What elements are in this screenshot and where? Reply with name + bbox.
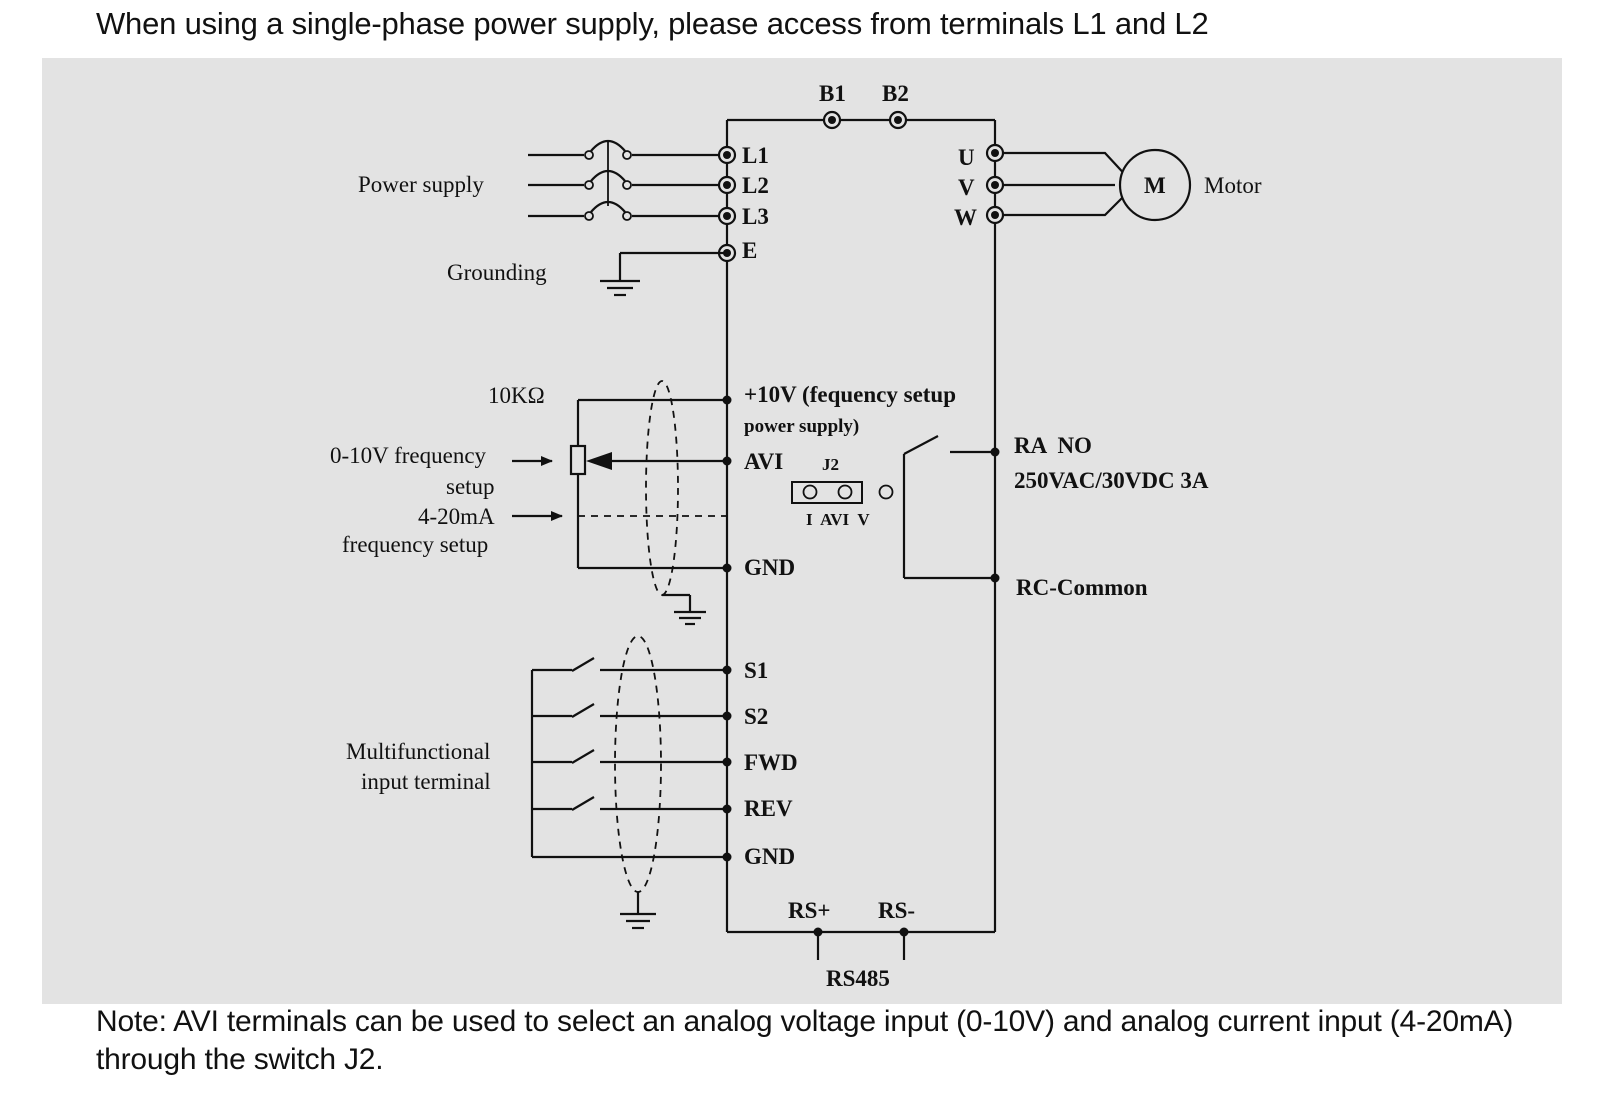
label-s2: S2 xyxy=(744,704,768,729)
input-terminals: L1 L2 L3 E xyxy=(717,143,769,263)
label-rs485: RS485 xyxy=(826,966,890,991)
label-b2: B2 xyxy=(882,81,909,106)
motor-output: U V W M Motor xyxy=(954,143,1262,230)
analog-inputs: +10V (fequency setup power supply) AVI G… xyxy=(330,380,956,626)
label-plus10v: +10V (fequency setup xyxy=(744,382,956,407)
label-l3: L3 xyxy=(742,204,769,229)
page-header: When using a single-phase power supply, … xyxy=(96,6,1209,41)
label-gnd-analog: GND xyxy=(744,555,795,580)
label-e: E xyxy=(742,238,757,263)
label-grounding: Grounding xyxy=(447,260,547,285)
label-w: W xyxy=(954,205,977,230)
label-l1: L1 xyxy=(742,143,769,168)
label-avi: AVI xyxy=(744,449,783,474)
j2-jumper[interactable]: J2 I AVI V xyxy=(791,455,894,529)
label-motor-symbol: M xyxy=(1144,173,1166,198)
label-freq-0-10-line2: setup xyxy=(446,474,495,499)
label-plus10v-line2: power supply) xyxy=(744,416,859,437)
footnote: Note: AVI terminals can be used to selec… xyxy=(96,1005,1514,1076)
label-relay-line1: RA NO xyxy=(1014,433,1092,458)
label-freq-0-10-line1: 0-10V frequency xyxy=(330,443,487,468)
diagram-panel xyxy=(42,58,1562,1004)
label-freq-4-20-line1: 4-20mA xyxy=(418,504,495,529)
label-gnd-digital: GND xyxy=(744,844,795,869)
brake-terminals: B1 B2 xyxy=(819,81,909,130)
label-l2: L2 xyxy=(742,173,769,198)
label-fwd: FWD xyxy=(744,750,798,775)
label-rev: REV xyxy=(744,796,793,821)
power-supply-lines: Power supply xyxy=(358,139,727,221)
label-freq-4-20-line2: frequency setup xyxy=(342,532,488,557)
rs485: RS+ RS- RS485 xyxy=(788,898,915,991)
motor-symbol xyxy=(1118,148,1192,222)
label-s1: S1 xyxy=(744,658,768,683)
label-j2: J2 xyxy=(822,455,839,474)
label-rs-minus: RS- xyxy=(878,898,915,923)
label-relay-line2: 250VAC/30VDC 3A xyxy=(1014,468,1209,493)
grounding: Grounding xyxy=(447,251,727,297)
label-rs-plus: RS+ xyxy=(788,898,831,923)
potentiometer xyxy=(569,444,587,476)
label-v: V xyxy=(958,175,975,200)
label-rc-common: RC-Common xyxy=(1016,575,1148,600)
label-multifunctional-line2: input terminal xyxy=(361,769,491,794)
label-motor: Motor xyxy=(1204,173,1262,198)
label-b1: B1 xyxy=(819,81,846,106)
label-power-supply: Power supply xyxy=(358,172,484,197)
digital-inputs: S1 S2 FWD REV GND Multifunctional input … xyxy=(346,635,798,930)
label-j2-positions: I AVI V xyxy=(806,510,870,529)
relay-output: RA NO 250VAC/30VDC 3A RC-Common xyxy=(902,433,1209,600)
label-pot: 10KΩ xyxy=(488,383,545,408)
label-multifunctional-line1: Multifunctional xyxy=(346,739,490,764)
label-u: U xyxy=(958,145,975,170)
